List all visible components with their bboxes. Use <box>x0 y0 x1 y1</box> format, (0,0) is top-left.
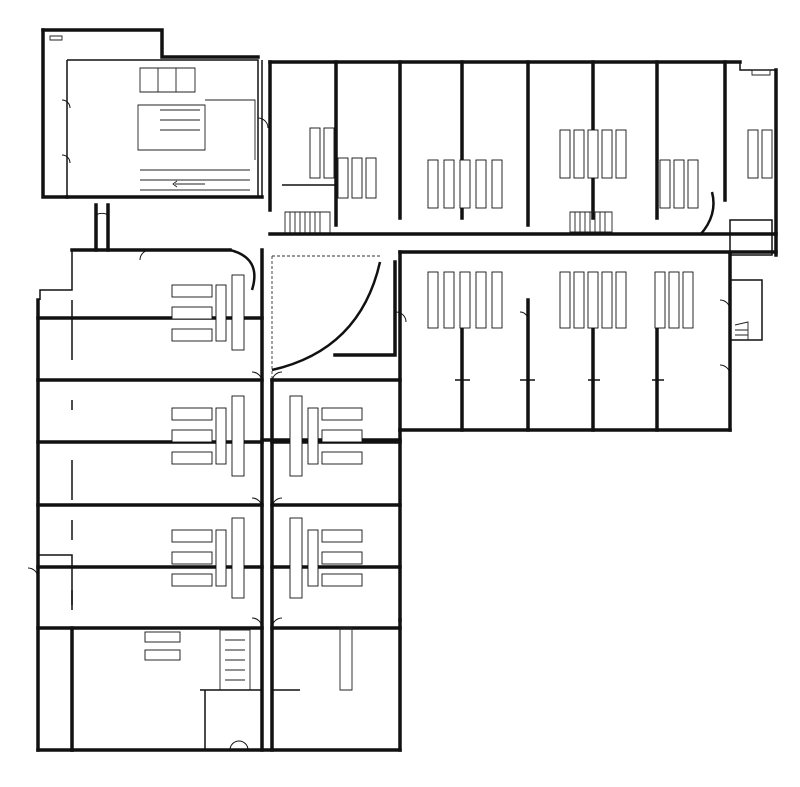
west-wing <box>36 248 402 752</box>
northeast-wing <box>268 60 778 257</box>
door-swings <box>27 99 731 629</box>
northwest-annex <box>41 28 264 252</box>
bunk-blocks <box>144 127 773 661</box>
